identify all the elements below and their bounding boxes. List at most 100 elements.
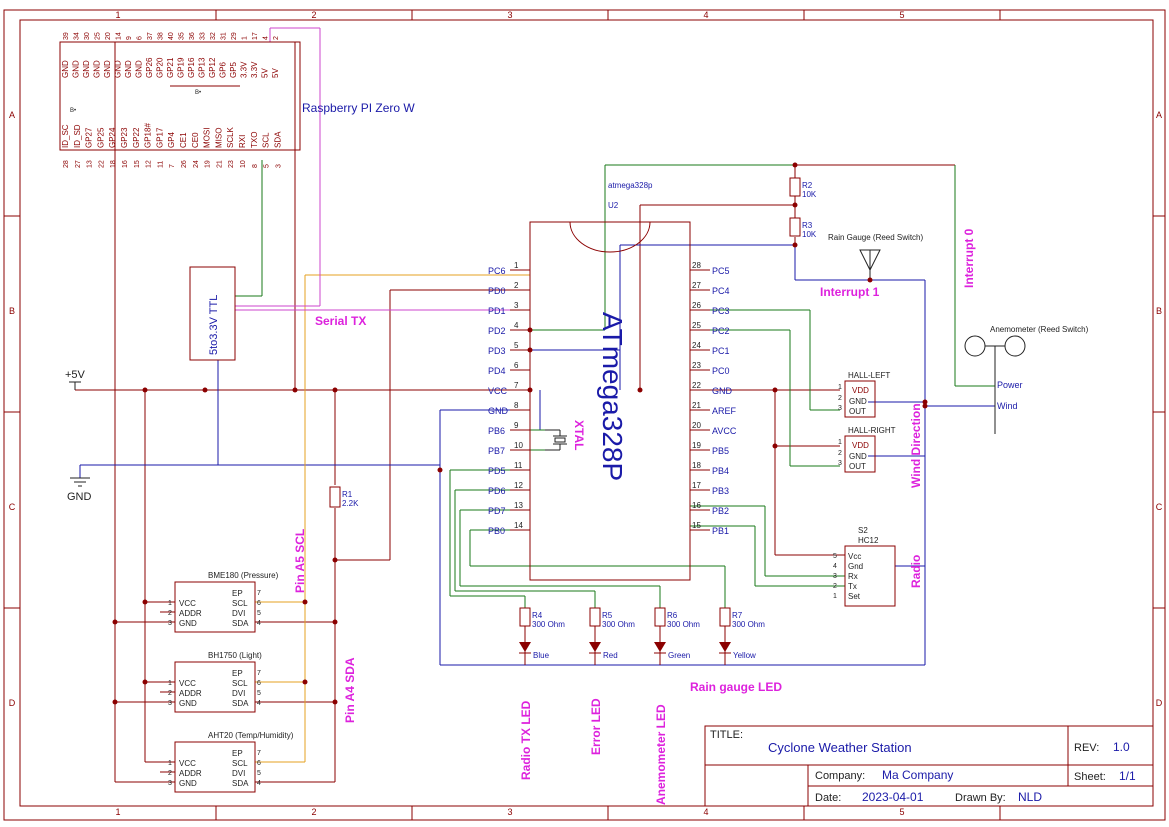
rpi-bottom-pin-label: GP22 — [132, 127, 141, 148]
mcu-left-pin-num: 4 — [514, 321, 519, 330]
sensor-left-pin: GND — [179, 699, 197, 708]
hall-left-num-1: 1 — [838, 384, 842, 391]
hall-right-num-2: 2 — [838, 450, 842, 457]
r1-value: 2.2K — [342, 499, 359, 508]
rpi-bottom-pin-num: 21 — [216, 160, 223, 168]
mcu-right-pin-name: PC5 — [712, 266, 730, 276]
rpi-bottom-pin-num: 8 — [252, 164, 259, 168]
mcu-left-pin-num: 7 — [514, 381, 519, 390]
title-label: TITLE: — [710, 729, 743, 741]
rpi-top-pin-label: GND — [72, 60, 81, 78]
sensor-right-pin-num: 6 — [257, 600, 261, 607]
mcu-right-pin-name: PC1 — [712, 346, 730, 356]
sensor-right-pin-num: 7 — [257, 590, 261, 597]
anemometer-wind: Wind — [997, 401, 1018, 411]
leds: Blue Red Green Yellow — [519, 626, 756, 665]
mcu-right-pin-num: 20 — [692, 421, 701, 430]
rpi-bottom-pin-num: 26 — [181, 160, 188, 168]
mcu-right-pin-num: 25 — [692, 321, 701, 330]
sensor-right-pin: EP — [232, 669, 243, 678]
pin-a5-note: Pin A5 SCL — [293, 529, 307, 593]
sensor-left-pin-num: 3 — [168, 780, 172, 787]
rpi-bottom-pin-num: 27 — [75, 160, 82, 168]
hc12-pin-name: Tx — [848, 582, 857, 591]
hc12-pin-num: 2 — [833, 583, 837, 590]
anemometer-power: Power — [997, 380, 1023, 390]
mcu-left-pin-name: PD7 — [488, 506, 506, 516]
rpi-top-pin-label: GND — [114, 60, 123, 78]
rpi-top-pin-num: 37 — [147, 32, 154, 40]
mcu-left-pin-num: 3 — [514, 301, 519, 310]
company-value: Ma Company — [882, 768, 953, 782]
crystal: XTAL — [545, 420, 586, 451]
rpi-bottom-pin-label: CE1 — [179, 132, 188, 148]
hc12-pin-name: Set — [848, 592, 861, 601]
sensor-left-pin: ADDR — [179, 769, 202, 778]
rpi-top-pin-num: 31 — [221, 32, 228, 40]
r4-value: 300 Ohm — [532, 620, 565, 629]
hall-left-pin-vdd: VDD — [852, 386, 869, 395]
sensor-left-pin: ADDR — [179, 689, 202, 698]
hall-left-pin-gnd: GND — [849, 397, 867, 406]
rpi-bottom-pin-label: GP4 — [167, 131, 176, 148]
gnd-label: GND — [67, 491, 92, 503]
sensor-left-pin-num: 2 — [168, 690, 172, 697]
r7-ref: R7 — [732, 611, 743, 620]
mcu-left-pin-num: 9 — [514, 421, 519, 430]
mcu-left-pin-name: PD4 — [488, 366, 506, 376]
mcu-left-pin-name: PD1 — [488, 306, 506, 316]
mcu-chip-label: ATmega328P — [597, 312, 628, 481]
hc12-name: HC12 — [858, 536, 879, 545]
sensor-right-pin: EP — [232, 749, 243, 758]
sensor-right-pin: SDA — [232, 779, 249, 788]
sensor-right-pin-num: 5 — [257, 690, 261, 697]
power-symbols: +5V GND — [65, 369, 92, 503]
mcu-right-pin-name: PB1 — [712, 526, 729, 536]
hall-right-pin-out: OUT — [849, 462, 866, 471]
mcu-left-pin-num: 8 — [514, 401, 519, 410]
mcu-left-pin-name: PB6 — [488, 426, 505, 436]
hc12-pin-num: 5 — [833, 553, 837, 560]
col-label-5-bottom: 5 — [899, 807, 904, 817]
interrupt0-note: Interrupt 0 — [962, 228, 976, 288]
mcu-left-pin-num: 11 — [514, 461, 523, 470]
rpi-top-pin-num: 35 — [179, 32, 186, 40]
rpi-top-pin-label: GND — [61, 60, 70, 78]
col-label-4-bottom: 4 — [703, 807, 708, 817]
mcu-left-pin-name: PD5 — [488, 466, 506, 476]
drawn-label: Drawn By: — [955, 792, 1006, 804]
r4-ref: R4 — [532, 611, 543, 620]
rpi-top-pin-num: 30 — [84, 32, 91, 40]
sensor-left-pin-num: 1 — [168, 600, 172, 607]
r6-ref: R6 — [667, 611, 678, 620]
r3-ref: R3 — [802, 221, 813, 230]
col-label-1-bottom: 1 — [115, 807, 120, 817]
hall-left-num-2: 2 — [838, 395, 842, 402]
led-blue: Blue — [519, 626, 550, 665]
rpi-bottom-pin-num: 19 — [205, 160, 212, 168]
col-label-4: 4 — [703, 10, 708, 20]
title-block: TITLE: Cyclone Weather Station REV: 1.0 … — [704, 725, 1154, 807]
rpi-top-pin-num: 25 — [95, 32, 102, 40]
rpi-top-pin-label: 3.3V — [250, 61, 259, 78]
rpi-bottom-pin-label: SDA — [273, 131, 282, 148]
anemometer-led-note: Anemometer LED — [654, 704, 668, 805]
hall-right-num-3: 3 — [838, 460, 842, 467]
col-label-2-bottom: 2 — [311, 807, 316, 817]
rpi-top-pin-label: GP19 — [177, 57, 186, 78]
mcu-right-pin-name: PC3 — [712, 306, 730, 316]
rev-value: 1.0 — [1113, 740, 1130, 754]
rpi-bottom-pin-num: 16 — [122, 160, 129, 168]
mcu-left-pin-num: 6 — [514, 361, 519, 370]
led-yellow-label: Yellow — [733, 651, 756, 660]
mcu-right-pin-name: AREF — [712, 406, 737, 416]
rpi-top-pin-num: 20 — [105, 32, 112, 40]
mcu-right-pin-name: PB5 — [712, 446, 729, 456]
rpi-top-pin-num: 40 — [168, 32, 175, 40]
rain-gauge-label: Rain Gauge (Reed Switch) — [828, 233, 923, 242]
rpi-bottom-pin-num: 22 — [98, 160, 105, 168]
sensor-left-pin-num: 1 — [168, 760, 172, 767]
